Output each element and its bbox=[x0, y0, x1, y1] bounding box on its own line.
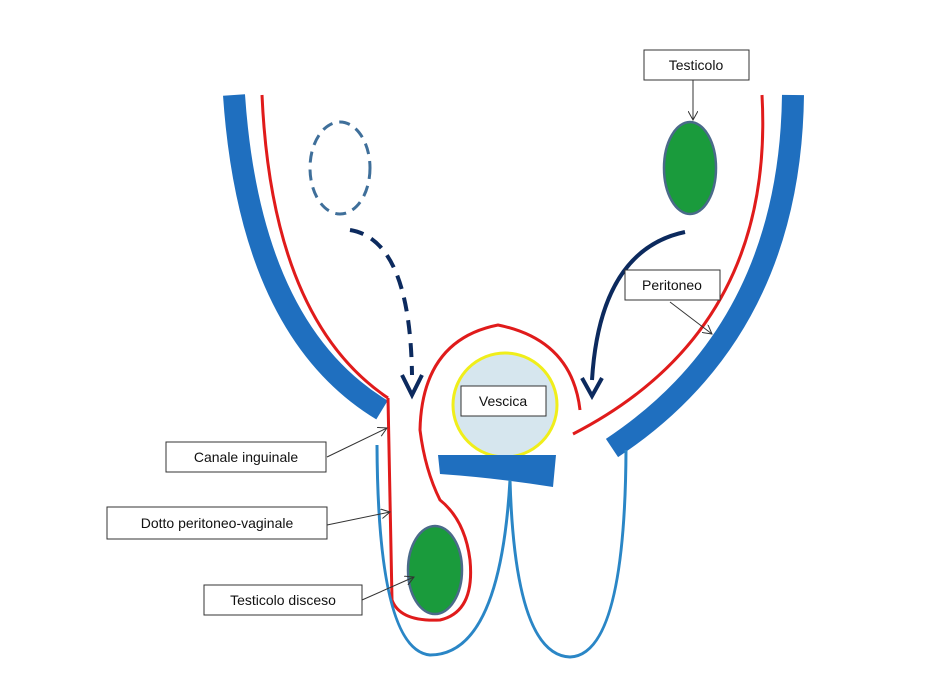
testis-abdominal bbox=[662, 120, 718, 216]
svg-text:Canale inguinale: Canale inguinale bbox=[194, 449, 299, 465]
svg-text:Vescica: Vescica bbox=[479, 393, 527, 409]
peritoneal-duct-outline bbox=[386, 323, 582, 622]
dashed-descent-arrow bbox=[349, 228, 414, 376]
pubic-bone bbox=[438, 455, 556, 487]
svg-text:Testicolo disceso: Testicolo disceso bbox=[230, 592, 336, 608]
pointer-peritoneo bbox=[669, 301, 712, 334]
abdominal-wall-right bbox=[605, 94, 804, 458]
peritoneum-right bbox=[572, 94, 765, 436]
label-canale-inguinale: Canale inguinale bbox=[165, 441, 327, 473]
solid-descent-arrow bbox=[590, 230, 686, 381]
solid-arrow-head-icon bbox=[580, 377, 604, 401]
label-testicolo: Testicolo bbox=[643, 49, 750, 81]
svg-text:Peritoneo: Peritoneo bbox=[642, 277, 702, 293]
label-vescica: Vescica bbox=[460, 385, 547, 417]
testis-descended bbox=[406, 524, 464, 616]
peritoneum-left bbox=[260, 94, 389, 400]
abdominal-wall-left bbox=[223, 94, 388, 420]
scrotum-outline bbox=[375, 444, 628, 659]
original-testis-position bbox=[308, 120, 372, 216]
pointer-dotto bbox=[326, 512, 390, 526]
pointer-testicolo-disceso bbox=[361, 577, 414, 601]
svg-text:Dotto peritoneo-vaginale: Dotto peritoneo-vaginale bbox=[141, 515, 294, 531]
pointer-canale bbox=[326, 428, 387, 458]
dashed-arrow-head-icon bbox=[400, 374, 424, 400]
label-testicolo-disceso: Testicolo disceso bbox=[203, 584, 363, 616]
svg-text:Testicolo: Testicolo bbox=[669, 57, 724, 73]
label-peritoneo: Peritoneo bbox=[624, 269, 721, 301]
label-dotto-peritoneo-vaginale: Dotto peritoneo-vaginale bbox=[106, 506, 328, 540]
